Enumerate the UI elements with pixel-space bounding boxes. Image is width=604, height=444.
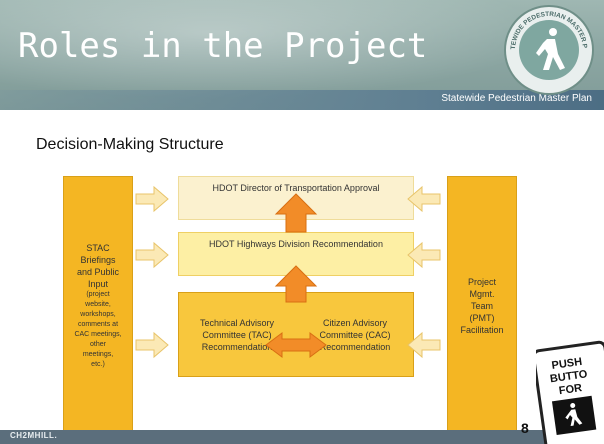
right-line-3: Team [470, 301, 493, 311]
right-arrow-2 [407, 241, 441, 269]
svg-text:FOR: FOR [558, 382, 583, 397]
left-arrow-2 [135, 241, 169, 269]
svg-text:PUSH: PUSH [551, 356, 583, 372]
double-arrow [265, 332, 327, 358]
page-number: 8 [521, 420, 529, 436]
push-button-sign-icon: PUSH BUTTO FOR [536, 340, 604, 444]
right-line-2: Mgmt. [469, 289, 495, 299]
left-line-2: Briefings [80, 255, 116, 265]
committees-box [178, 292, 414, 377]
tac-line-3: Recommendation [201, 341, 273, 352]
up-arrow-top [274, 193, 318, 233]
right-line-4: (PMT) [469, 313, 495, 323]
left-small-6: other [90, 341, 106, 348]
left-small-5: CAC meetings, [74, 331, 122, 338]
tac-line-1: Technical Advisory [199, 317, 275, 328]
pmt-facilitation-box: Project Mgmt. Team (PMT) Facilitation [447, 176, 517, 436]
right-line-1: Project [467, 277, 496, 287]
section-title: Decision-Making Structure [36, 136, 224, 153]
footer-bar [0, 430, 604, 444]
left-small-3: workshops, [80, 311, 116, 318]
pedestrian-logo-icon: STATEWIDE PEDESTRIAN MASTER PLAN [503, 4, 594, 95]
header-subtitle: Statewide Pedestrian Master Plan [441, 93, 592, 104]
left-arrow-1 [135, 185, 169, 213]
header-band [0, 90, 604, 110]
left-line-3: and Public [76, 267, 120, 277]
company-logo: CH2MHILL. [10, 431, 58, 440]
left-small-7: meetings, [82, 351, 114, 358]
left-small-1: (project [86, 291, 110, 298]
right-line-5: Facilitation [460, 325, 504, 335]
left-small-4: comments at [77, 321, 119, 328]
svg-text:BUTTO: BUTTO [549, 368, 588, 385]
tac-line-2: Committee (TAC) [202, 329, 272, 340]
left-line-4: Input [87, 279, 109, 289]
left-line-1: STAC [86, 243, 110, 253]
cac-box: Citizen Advisory Committee (CAC) Recomme… [296, 292, 414, 377]
up-arrow-mid [274, 265, 318, 303]
left-small-8: etc.) [91, 361, 105, 368]
left-small-2: website, [85, 301, 111, 308]
left-arrow-3 [135, 331, 169, 359]
page-title: Roles in the Project [18, 26, 428, 66]
right-arrow-1 [407, 185, 441, 213]
cac-line-1: Citizen Advisory [322, 317, 388, 328]
tac-box: Technical Advisory Committee (TAC) Recom… [178, 292, 296, 377]
stac-input-box: STAC Briefings and Public Input (project… [63, 176, 133, 436]
cac-line-3: Recommendation [319, 341, 391, 352]
cac-line-2: Committee (CAC) [319, 329, 391, 340]
right-arrow-3 [407, 331, 441, 359]
